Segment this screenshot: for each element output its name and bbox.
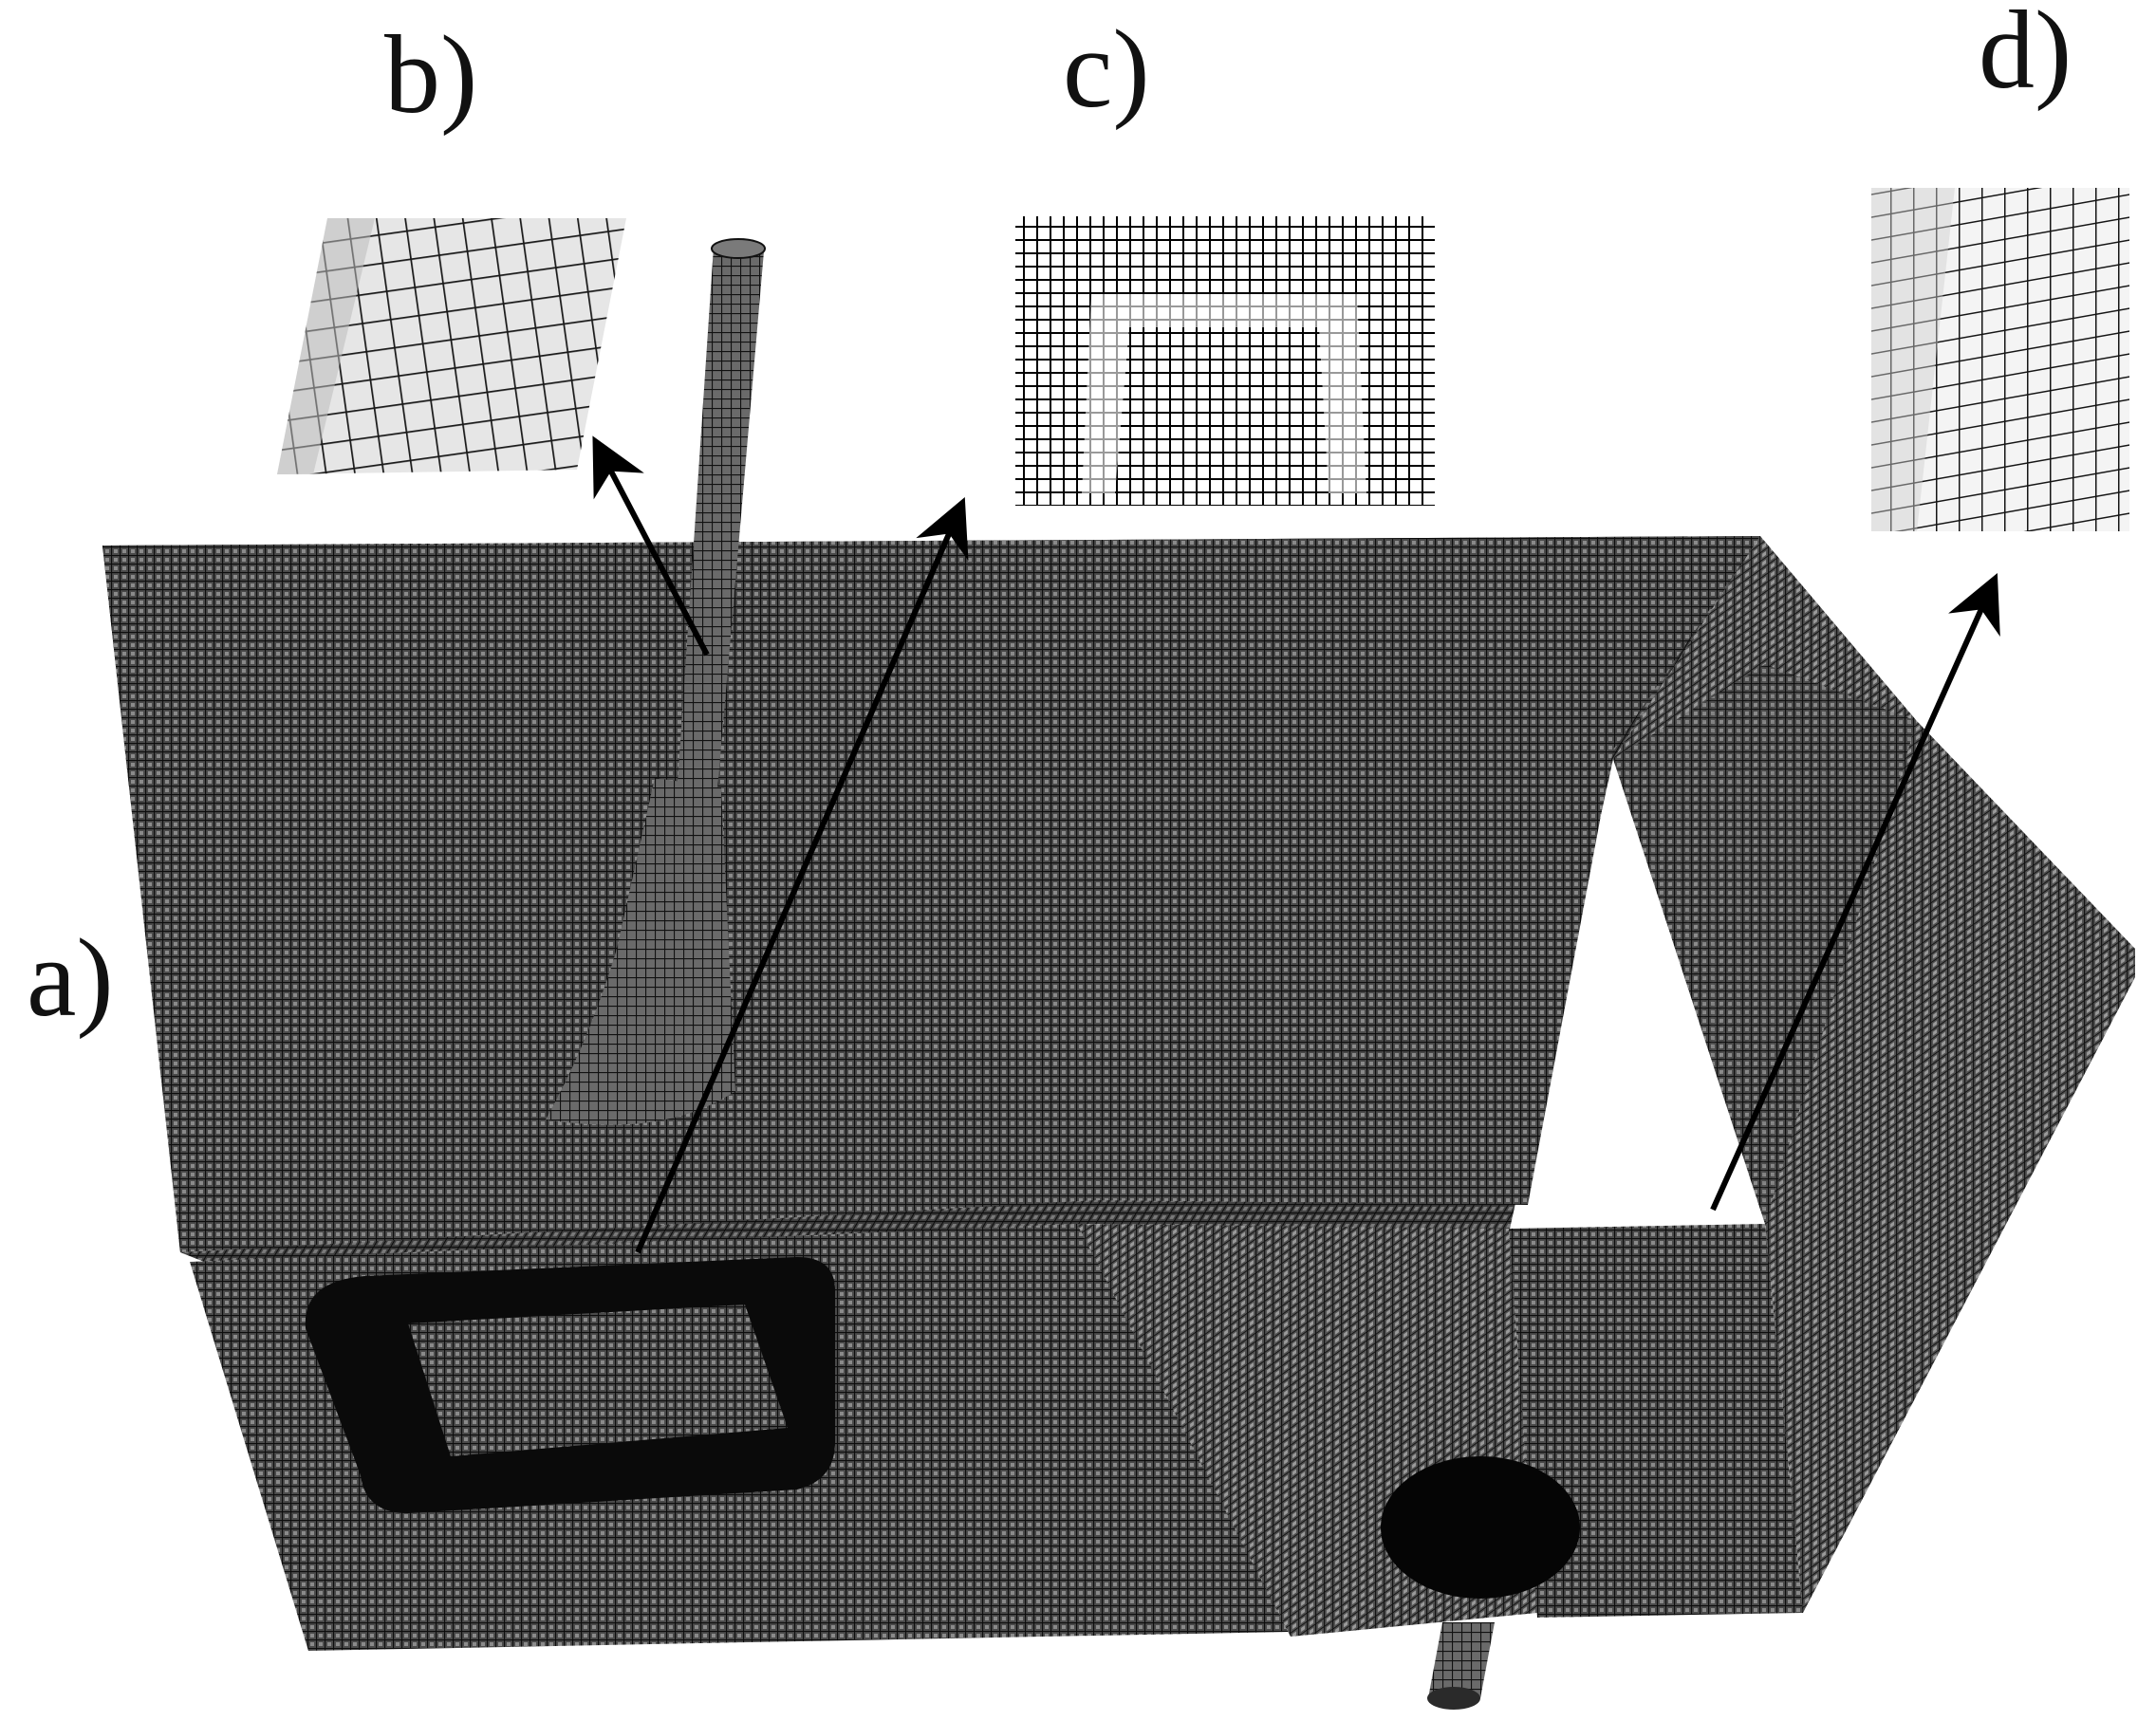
tube-lower-funnel: [546, 778, 735, 1125]
inset-d-edge: [1871, 188, 1955, 531]
inset-d: [1871, 188, 2129, 531]
main-mesh-body: [102, 536, 2135, 1710]
dark-circle-feature: [1381, 1456, 1580, 1599]
inset-c-mesh: [1015, 216, 1435, 506]
inset-c-feature: [1082, 294, 1366, 493]
arrow-to-c: [635, 496, 969, 1254]
right-crease-face: [1613, 664, 1917, 1224]
label-c: c): [1063, 7, 1150, 131]
label-b: b): [384, 12, 477, 137]
label-d: d): [1979, 0, 2072, 112]
label-a: a): [27, 916, 114, 1040]
tube-upper: [669, 247, 764, 911]
bottom-nozzle-end: [1427, 1687, 1480, 1710]
inset-c: [1015, 216, 1435, 506]
inset-b-mesh: [277, 218, 626, 474]
tube-top-cap: [711, 238, 766, 259]
block-back-face: [102, 536, 1760, 1252]
right-block-front: [1509, 1224, 1803, 1618]
vertical-tube: [546, 238, 766, 1125]
bottom-nozzle: [1428, 1622, 1495, 1698]
rectangular-ring: [305, 1257, 835, 1513]
arrow-to-b: [592, 435, 710, 657]
arrows: [592, 435, 2000, 1254]
inset-b-shade: [277, 218, 375, 474]
inset-d-mesh: [1871, 188, 2129, 531]
inset-b: [277, 218, 626, 474]
ring-inner: [408, 1305, 788, 1456]
arrow-to-d: [1710, 573, 2000, 1212]
